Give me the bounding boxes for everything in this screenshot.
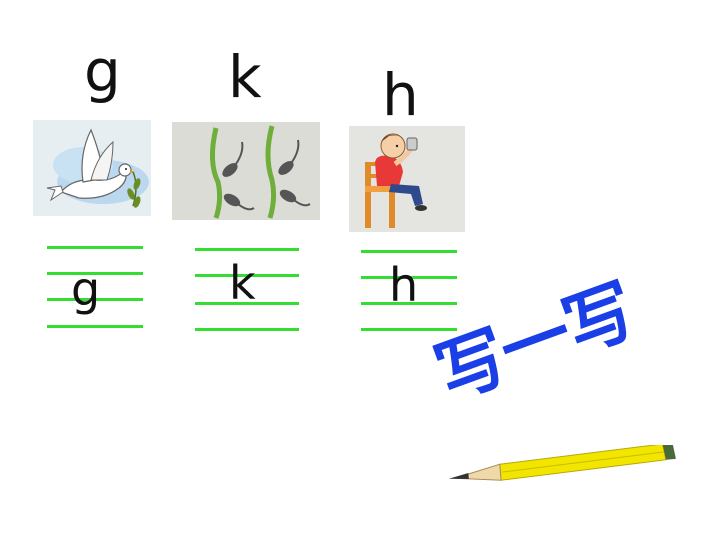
letter-g: g — [84, 37, 121, 105]
letter-k: k — [228, 43, 262, 111]
guide-line — [47, 246, 143, 249]
letter-h: h — [382, 61, 419, 129]
dove-with-branch-picture — [33, 120, 151, 216]
guide-line — [361, 250, 457, 253]
guide-line — [47, 272, 143, 275]
guide-line — [361, 302, 457, 305]
guide-line — [195, 248, 299, 251]
practice-letter-k: k — [229, 256, 256, 310]
guide-line — [47, 298, 143, 301]
practice-letter-g: g — [71, 262, 101, 316]
guide-line — [195, 328, 299, 331]
tadpole-vines-picture — [172, 122, 320, 220]
practice-lines-k: k — [195, 248, 299, 334]
guide-line — [195, 302, 299, 305]
practice-lines-g: g — [47, 246, 143, 332]
guide-line — [47, 325, 143, 328]
guide-line — [195, 274, 299, 277]
boy-drinking-on-chair-picture — [349, 126, 465, 232]
guide-line — [361, 276, 457, 279]
pencil-icon — [440, 443, 680, 489]
guide-line — [361, 328, 457, 331]
practice-letter-h: h — [389, 258, 419, 312]
practice-lines-h: h — [361, 250, 457, 336]
